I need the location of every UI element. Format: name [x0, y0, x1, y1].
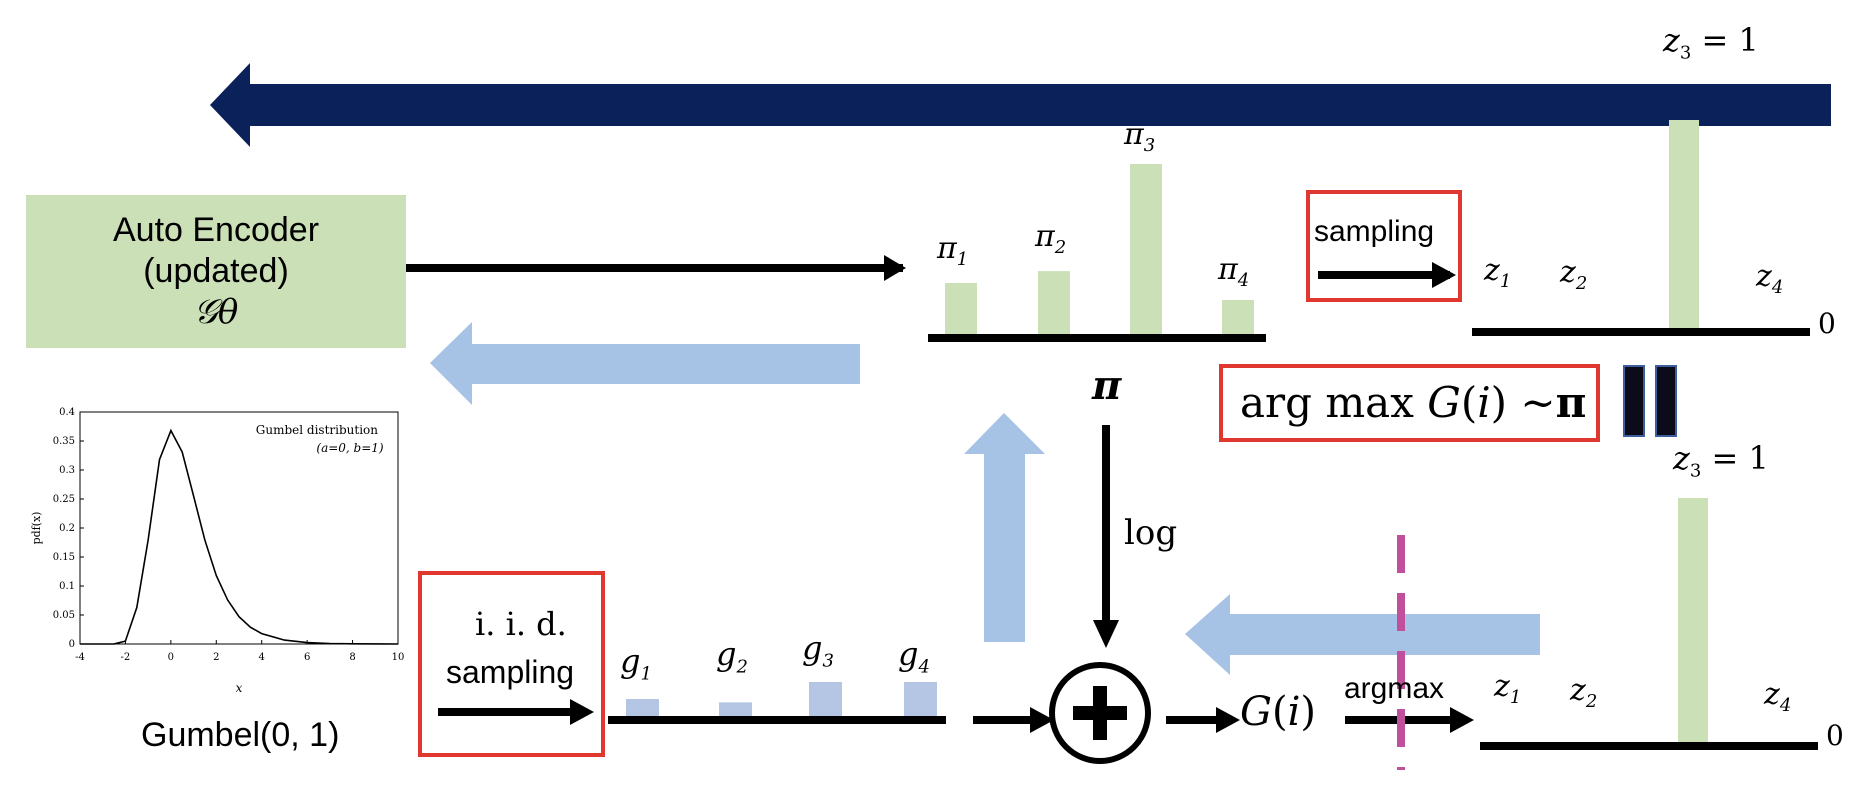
pi-bar-4 — [1222, 300, 1254, 334]
light-blue-arrow-from-argmax — [1185, 594, 1540, 675]
x-tick-label: -4 — [75, 652, 85, 663]
auto-encoder-title: Auto Encoder — [112, 211, 320, 250]
formula-box — [1219, 364, 1600, 442]
equality-bar-left — [1623, 365, 1645, 437]
log-label: log — [1124, 513, 1178, 553]
arrowhead — [1030, 707, 1054, 733]
auto-encoder-box: Auto Encoder (updated) 𝒢θ — [26, 195, 406, 348]
gumbel-caption: Gumbel(0, 1) — [141, 716, 340, 754]
pi-vector-label: π — [1092, 362, 1122, 409]
pi-bar-3 — [1130, 164, 1162, 334]
g-bar-4 — [904, 682, 937, 716]
bottom-z4-label: z4 — [1764, 677, 1792, 716]
g-bar-2 — [719, 702, 752, 716]
y-tick-label: 0 — [69, 639, 75, 650]
y-tick-label: 0.2 — [59, 523, 75, 534]
arrowhead — [1432, 262, 1456, 288]
top-sampling-box — [1306, 190, 1462, 302]
y-tick-label: 0.15 — [53, 552, 75, 563]
light-blue-arrow-up — [964, 413, 1045, 642]
top-z-bar-3 — [1669, 120, 1699, 328]
top-z1-label: z1 — [1484, 253, 1512, 292]
bottom-zero-label: 0 — [1826, 719, 1844, 752]
pi3-label: π3 — [1124, 117, 1156, 156]
bottom-z-bar-3 — [1678, 498, 1708, 742]
bottom-z3-equals: z3 = 1 — [1673, 439, 1769, 482]
iid-sampling-box — [418, 571, 605, 757]
iid-sampling-label: sampling — [446, 654, 575, 690]
bottom-z1-label: z1 — [1494, 669, 1522, 708]
gumbel-curve — [80, 428, 399, 645]
plot-ylabel: pdf(x) — [30, 512, 43, 545]
top-onehot-bars — [1669, 120, 1699, 328]
top-z2-label: z2 — [1560, 255, 1588, 294]
pi2-label: π2 — [1035, 219, 1067, 258]
bottom-z2-label: z2 — [1570, 673, 1598, 712]
y-tick-label: 0.25 — [53, 494, 75, 505]
encoder-symbol: 𝒢θ — [193, 291, 239, 332]
y-tick-label: 0.35 — [53, 436, 75, 447]
x-tick-label: 0 — [168, 652, 174, 663]
x-tick-label: 8 — [349, 652, 355, 663]
equality-bar-right — [1655, 365, 1677, 437]
plus-v — [1093, 686, 1107, 740]
top-z4-label: z4 — [1756, 259, 1784, 298]
pi-bars — [945, 164, 1254, 334]
arrowhead — [1450, 707, 1474, 733]
g3-label: g3 — [802, 629, 834, 672]
plot-subtitle: (a=0, b=1) — [316, 441, 384, 455]
gumbel-plot: -4 -2 0 2 4 6 8 10 0 0.05 0.1 0.15 0.2 0.25 0.3 0.35 0.4… — [30, 407, 405, 695]
g-bars — [626, 682, 937, 716]
navy-backprop-arrow — [210, 63, 1831, 147]
g-bar-3 — [809, 682, 842, 716]
x-tick-label: 2 — [213, 652, 219, 663]
x-tick-label: 10 — [392, 652, 405, 663]
pi1-label: π1 — [937, 231, 969, 270]
argmax-label: argmax — [1344, 672, 1445, 705]
plot-title: Gumbel distribution — [256, 423, 378, 437]
G-of-i-label: G(i) — [1240, 689, 1316, 735]
arrowhead — [884, 255, 906, 281]
x-tick-label: -2 — [121, 652, 131, 663]
top-z3-equals: z3 = 1 — [1663, 21, 1759, 64]
bottom-onehot-bars — [1678, 498, 1708, 742]
top-sampling-label: sampling — [1314, 215, 1435, 248]
x-tick-label: 4 — [259, 652, 265, 663]
pi4-label: π4 — [1218, 252, 1250, 291]
plot-xlabel: x — [236, 681, 243, 695]
argmax-formula: arg max G(i) ~π — [1240, 378, 1587, 427]
top-zero-label: 0 — [1818, 307, 1836, 340]
y-tick-label: 0.4 — [59, 407, 75, 418]
auto-encoder-status: (updated) — [143, 252, 289, 291]
pi-bar-1 — [945, 283, 977, 334]
y-tick-label: 0.05 — [53, 610, 75, 621]
y-tick-label: 0.1 — [59, 581, 75, 592]
x-tick-label: 6 — [304, 652, 310, 663]
g1-label: g1 — [620, 642, 652, 685]
iid-label: i. i. d. — [475, 605, 567, 643]
g-bar-1 — [626, 699, 659, 716]
arrowhead — [1093, 620, 1119, 648]
g2-label: g2 — [716, 635, 748, 678]
plot-frame — [79, 411, 399, 645]
light-blue-arrow-to-encoder — [430, 322, 860, 405]
pi-bar-2 — [1038, 271, 1070, 334]
arrowhead — [1216, 707, 1240, 733]
y-tick-label: 0.3 — [59, 465, 75, 476]
g4-label: g4 — [898, 635, 930, 678]
arrowhead — [570, 699, 594, 725]
